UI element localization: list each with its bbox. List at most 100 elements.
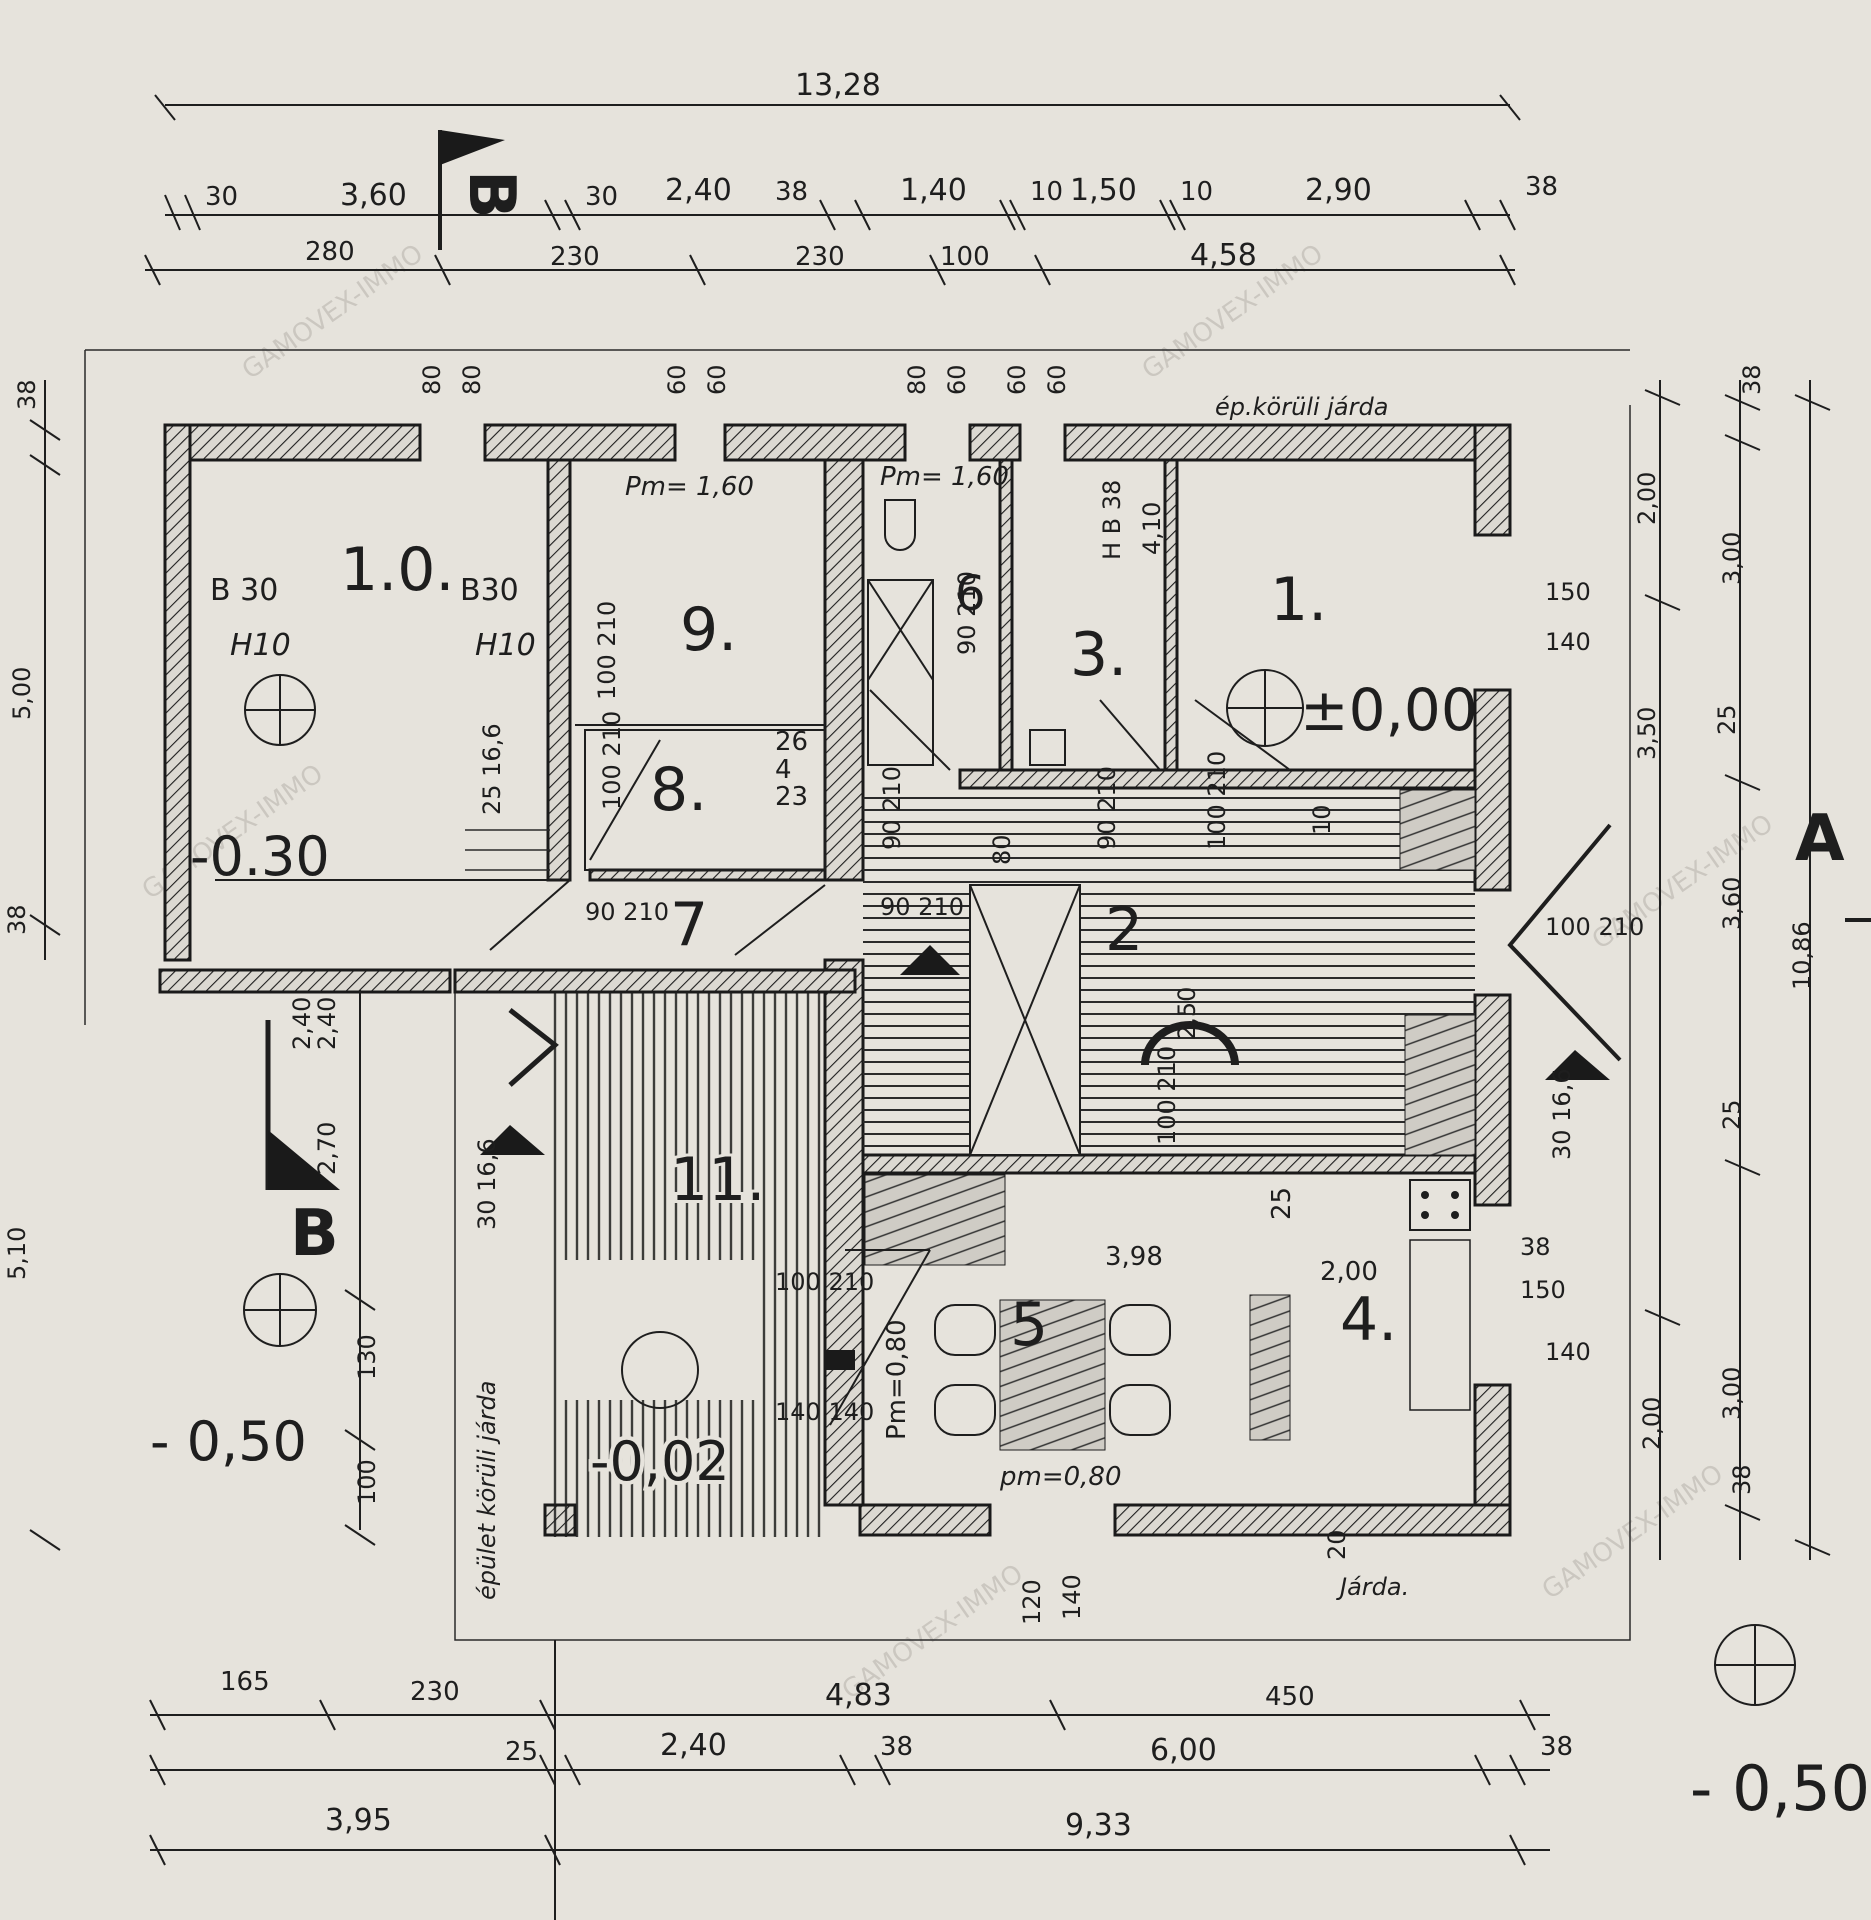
room-label-1: 1. [1270,565,1327,635]
room-1: 1. ±0,00 [1194,565,1478,771]
section-marker-b-top: B [438,130,528,250]
dim-bottom-row1-3: 450 [1265,1682,1315,1712]
label-room8-dims: 100 210 [598,711,626,810]
room-2: 2 2,50 100 210 90 210 90 210 100 210 10 … [863,751,1476,1156]
dim-right-13: 150 [1520,1276,1566,1304]
label-d90-210-d: 90 210 [1093,766,1121,850]
dim-right-12: 38 [1520,1233,1551,1261]
dim-left-1: 5,00 [8,667,36,720]
room-10: 1.0. B 30 H10 B30 H10 -0.30 [190,535,560,888]
dim-bottom-row2-1: 2,40 [660,1728,727,1763]
label-stair-23: 23 [775,782,808,812]
room-label-10: 1.0. [340,535,455,605]
label-stair-4: 4 [775,755,792,785]
label-pm-080b: pm=0,80 [999,1462,1122,1492]
room-3: 3. H B 38 4,10 [1029,480,1166,771]
dim-bottom-row1-1: 230 [410,1677,460,1707]
label-d20: 20 [1323,1529,1351,1560]
label-room9-dims: 100 210 [593,601,621,700]
room-label-3: 3. [1070,620,1127,690]
level-main: ±0,00 [1300,676,1478,744]
walls [158,423,1512,1537]
dim-right-6: 25 [1713,704,1741,735]
label-b30-left: B 30 [210,573,278,608]
dim-right-5: 3,50 [1633,707,1661,760]
room-label-2: 2 [1105,895,1143,965]
dim-left-3: 2,40 [288,997,316,1050]
dim-top-row1-1: 3,60 [340,178,407,213]
dim-left-7: 100 [353,1459,381,1505]
dim-bottom-row2-4: 38 [1540,1732,1573,1762]
level-terrace: -0,02 [590,1430,730,1493]
label-d140c: 140 140 [775,1398,874,1426]
label-r2-100: 100 210 [1153,1046,1181,1145]
dim-bottom-row1-2: 4,83 [825,1678,892,1713]
section-label-b-top: B [454,170,528,219]
label-d100-210: 100 210 [1203,751,1231,850]
label-stair-26: 26 [775,727,808,757]
level-outside-right: - 0,50 [1690,1752,1870,1825]
label-pm-6: Pm= 1,60 [880,462,1009,492]
note-sidewalk-left: épület körüli járda [473,1381,501,1601]
level-marker-right: - 0,50 [1690,1624,1870,1825]
room-5: 5 3,98 Pm=0,80 pm=0,80 [825,1174,1171,1492]
room-label-11: 11. [670,1145,765,1215]
label-d120: 120 [1018,1579,1046,1625]
dim-bottom-row3-1: 9,33 [1065,1808,1132,1843]
dim-win: 60 [663,364,691,395]
label-d10: 10 [1308,804,1336,835]
dim-right-0: 38 [1738,364,1766,395]
dim-right-14: 140 [1545,1338,1591,1366]
label-room6-dims: 90 210 [953,571,981,655]
dim-win: 60 [1003,364,1031,395]
dim-bottom-row3-0: 3,95 [325,1803,392,1838]
dim-top-row1-4: 38 [775,177,808,207]
label-d80: 80 [988,834,1016,865]
label-hb38: H B 38 [1098,480,1126,560]
dim-top-row1-8: 10 [1180,177,1213,207]
label-d398: 3,98 [1105,1242,1163,1272]
dim-right-11: 25 [1718,1099,1746,1130]
dim-right-4: 140 [1545,628,1591,656]
room-label-4: 4. [1340,1285,1397,1355]
dim-left-4: 2,40 [313,997,341,1050]
dim-win: 80 [418,364,446,395]
dim-right-15: 3,00 [1718,1367,1746,1420]
entrance-right: 100 210 30 16,6 A [1507,802,1871,1160]
watermark: GAMOVEX-IMMO [1537,1459,1729,1606]
label-d30-16: 30 16,6 [473,1138,501,1230]
room-6: 6 Pm= 1,60 90 210 [867,462,1009,771]
dim-win: 60 [703,364,731,395]
dim-top-row2-0: 280 [305,237,355,267]
level-outside-left: - 0,50 [150,1410,307,1473]
dim-right-1: 2,00 [1633,472,1661,525]
dim-top-row2-4: 4,58 [1190,238,1257,273]
dim-top-row2-2: 230 [795,242,845,272]
label-r2-250: 2,50 [1173,987,1201,1040]
dim-left-0: 38 [13,379,41,410]
room-label-5: 5 [1010,1290,1048,1360]
top-dimensions: 13,28 30 3,60 30 2,40 38 1,40 [144,68,1558,395]
section-marker-b-bottom: B - 0,50 [150,1020,340,1473]
dim-top-row1-9: 2,90 [1305,173,1372,208]
note-sidewalk-bottom: Járda. [1336,1573,1409,1601]
dim-left-2: 38 [3,904,31,935]
dim-bottom-row1-0: 165 [220,1667,270,1697]
label-d30-r: 30 16,6 [1548,1068,1576,1160]
dim-bottom-row2-0: 25 [505,1737,538,1767]
label-d200: 2,00 [1320,1257,1378,1287]
window-dimension-ticks: 80 80 60 60 80 60 60 60 [418,364,1071,395]
bottom-dimensions: 165 230 4,83 450 25 2,40 38 6,00 38 3,95… [149,1529,1573,1920]
label-h10-mid: H10 [475,628,536,663]
dim-win: 60 [943,364,971,395]
label-b30-mid: B30 [460,573,519,608]
dim-top-row2-1: 230 [550,242,600,272]
label-d90-210-c: 90 210 [878,766,906,850]
section-label-b-bottom: B [290,1197,339,1271]
dim-top-row1-10: 38 [1525,172,1558,202]
level-room10: -0.30 [190,825,330,888]
label-d90-210-a: 90 210 [585,898,669,926]
note-sidewalk-top: ép.körüli járda [1215,393,1388,421]
room-9: 9. Pm= 1,60 100 210 [575,472,825,726]
